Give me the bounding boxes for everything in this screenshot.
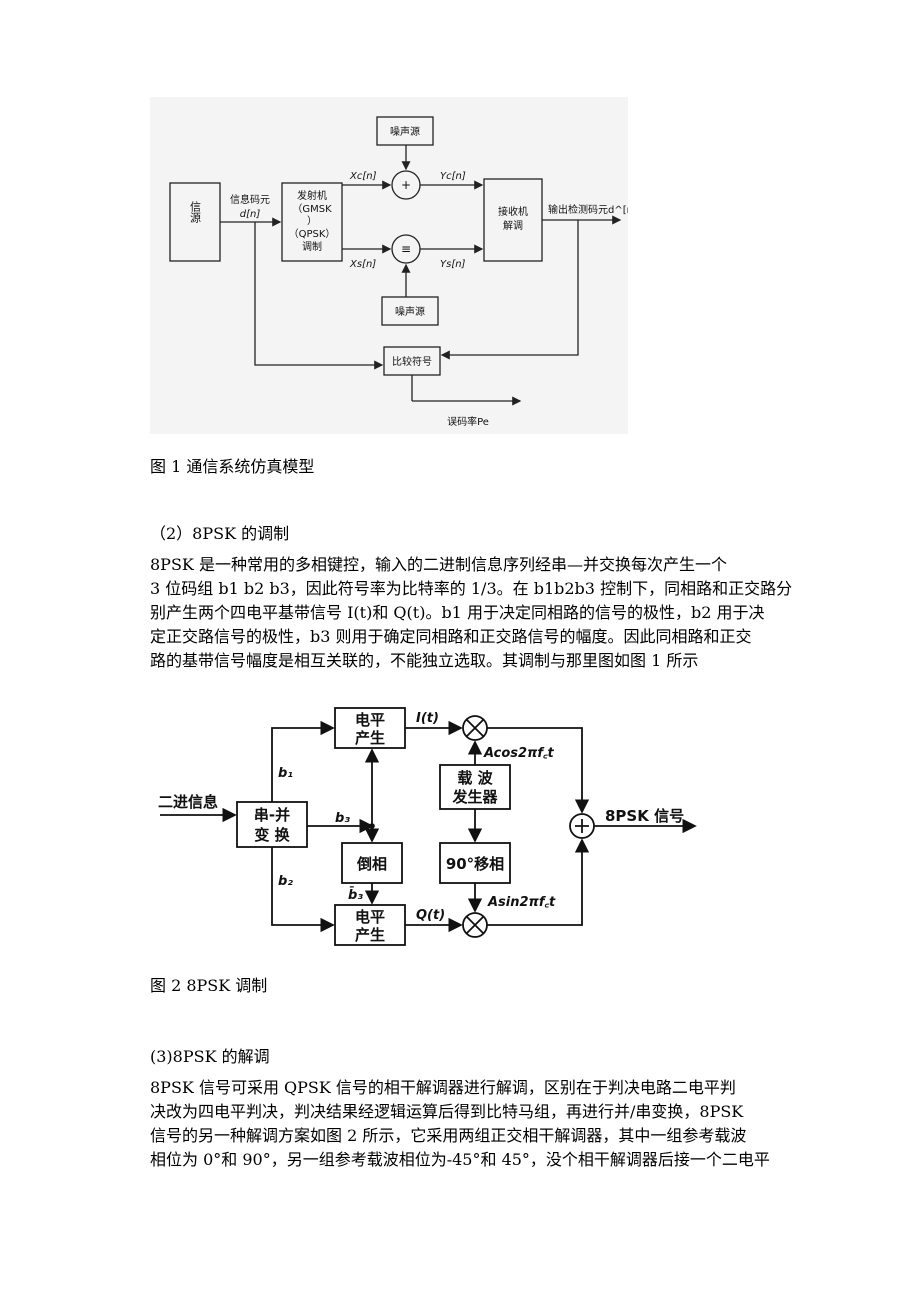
fig2-acos-label: Acos2πf꜀t (483, 746, 555, 761)
fig2-b1-label: b₁ (278, 766, 293, 781)
fig2-b3bar-label: b̄₃ (348, 887, 363, 903)
fig2-input-label: 二进信息 (158, 793, 218, 811)
fig2-b3-label: b₃ (335, 811, 350, 826)
fig2-output-label: 8PSK 信号 (605, 807, 684, 825)
section-2-heading: （2）8PSK 的调制 (150, 524, 290, 543)
fig2-level-bottom-label-2: 产生 (355, 926, 385, 944)
receiver-block (483, 178, 543, 262)
fig2-carrier-label-1: 载 波 (457, 769, 493, 787)
section-3-heading: (3)8PSK 的解调 (150, 1047, 270, 1066)
fig2-shift-label: 90°移相 (446, 855, 504, 873)
noise-source-bottom-block (381, 296, 439, 326)
fig2-level-bottom-label-1: 电平 (355, 908, 385, 926)
fig1-rx-label-1: 接收机 (498, 205, 528, 218)
section-2-line: 路的基带信号幅度是相互关联的，不能独立选取。其调制与那里图如图 1 所示 (150, 651, 699, 670)
figure-1-simulation-model: 信源 信息码元 d[n] 发射机 （GMSK ） （QPSK） 调制 噪声源 噪… (150, 97, 628, 434)
fig2-sp-label-2: 变 换 (254, 826, 290, 844)
figure-1-diagram: 信源 信息码元 d[n] 发射机 （GMSK ） （QPSK） 调制 噪声源 噪… (169, 116, 628, 428)
fig1-noise-top-label: 噪声源 (390, 125, 420, 138)
section-2-line: 3 位码组 b1 b2 b3，因此符号率为比特率的 1/3。在 b1b2b3 控… (150, 579, 793, 598)
fig2-sp-label-1: 串-并 (254, 806, 290, 824)
section-2-paragraph: 8PSK 是一种常用的多相键控，输入的二进制信息序列经串—并交换每次产生一个 3… (150, 553, 792, 673)
fig2-invert-label: 倒相 (356, 855, 387, 873)
figure-2-8psk-modulator: 二进信息 串-并 变 换 电平 产生 电平 产生 载 波 发生器 倒相 90°移… (150, 695, 710, 955)
fig1-tx-label-3: ） (307, 215, 317, 227)
fig2-qt-label: Q(t) (416, 908, 445, 923)
fig1-adder-bottom-symbol: ≡ (401, 242, 411, 256)
figure-2-caption: 图 2 8PSK 调制 (150, 976, 268, 995)
fig1-tx-label-5: 调制 (302, 240, 322, 253)
fig1-noise-bottom-label: 噪声源 (395, 305, 425, 318)
section-2-line: 8PSK 是一种常用的多相键控，输入的二进制信息序列经串—并交换每次产生一个 (150, 555, 727, 574)
fig1-compare-label: 比较符号 (392, 355, 432, 368)
fig1-ys-label: Ys[n] (440, 259, 466, 270)
fig2-it-label: I(t) (416, 711, 439, 726)
section-3-line: 信号的另一种解调方案如图 2 所示，它采用两组正交相干解调器，其中一组参考载波 (150, 1126, 747, 1145)
section-3-paragraph: 8PSK 信号可采用 QPSK 信号的相干解调器进行解调，区别在于判决电路二电平… (150, 1076, 770, 1172)
fig1-dn-label: d[n] (240, 209, 261, 220)
fig1-xs-label: Xs[n] (349, 259, 376, 270)
fig2-carrier-label-2: 发生器 (451, 788, 498, 806)
fig1-adder-top-symbol: + (401, 178, 411, 192)
fig1-rx-label-2: 解调 (503, 219, 523, 232)
fig1-tx-label-4: （QPSK） (289, 228, 336, 240)
fig1-info-bits-label: 信息码元 (230, 193, 270, 206)
fig2-asin-label: Asin2πf꜀t (487, 895, 556, 910)
fig1-tx-label-1: 发射机 (297, 189, 327, 202)
section-2-line: 别产生两个四电平基带信号 I(t)和 Q(t)。b1 用于决定同相路的信号的极性… (150, 603, 765, 622)
fig1-ber-label: 误码率Pe (447, 415, 489, 428)
figure-2-diagram: 二进信息 串-并 变 换 电平 产生 电平 产生 载 波 发生器 倒相 90°移… (158, 707, 697, 946)
junction-dot (369, 823, 375, 829)
fig2-level-top-label-1: 电平 (355, 711, 385, 729)
fig1-xc-label: Xc[n] (349, 171, 377, 182)
section-3-line: 相位为 0°和 90°，另一组参考载波相位为-45°和 45°，没个相干解调器后… (150, 1150, 770, 1169)
section-2-line: 定正交路信号的极性，b3 则用于确定同相路和正交路信号的幅度。因此同相路和正交 (150, 627, 752, 646)
fig1-source-label: 信源 (189, 201, 202, 224)
fig1-yc-label: Yc[n] (440, 171, 466, 182)
fig1-output-label: 输出检测码元d^[n] (548, 203, 628, 216)
fig2-level-top-label-2: 产生 (355, 729, 385, 747)
section-3-line: 8PSK 信号可采用 QPSK 信号的相干解调器进行解调，区别在于判决电路二电平… (150, 1078, 736, 1097)
fig2-b2-label: b₂ (278, 874, 293, 889)
section-3-line: 决改为四电平判决，判决结果经逻辑运算后得到比特马组，再进行并/串变换，8PSK (150, 1102, 744, 1121)
figure-1-caption: 图 1 通信系统仿真模型 (150, 457, 315, 476)
transmitter-block (281, 182, 343, 262)
noise-source-top-block (376, 116, 434, 146)
fig1-tx-label-2: （GMSK (292, 203, 332, 215)
